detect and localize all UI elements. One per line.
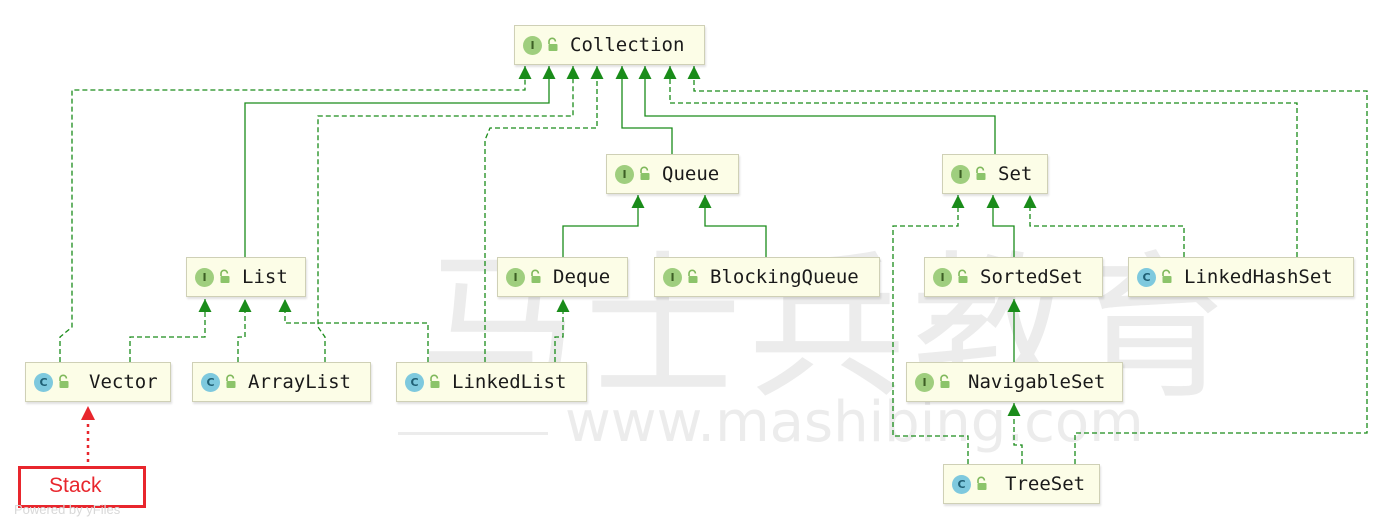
edge-blockingqueue-queue [698, 195, 767, 257]
edge-arraylist-collection [317, 66, 580, 362]
node-label: List [242, 266, 288, 288]
edge-vector-list [129, 299, 212, 362]
node-label: Set [998, 163, 1033, 185]
powered-by-footer: Powered by yFiles [14, 502, 121, 517]
node-set[interactable]: I Set [942, 154, 1048, 194]
node-label: Collection [570, 34, 685, 56]
interface-icon: I [615, 164, 634, 184]
node-label: ArrayList [248, 371, 351, 393]
interface-icon: I [195, 267, 214, 287]
node-label: Vector [89, 371, 158, 393]
interface-icon: I [506, 267, 525, 287]
node-collection[interactable]: I Collection [514, 25, 705, 65]
edge-queue-collection [615, 66, 673, 154]
edge-linkedlist-collection [484, 66, 604, 362]
edge-vector-collection [59, 66, 532, 362]
node-array-list[interactable]: C ArrayList [192, 362, 371, 402]
node-label: TreeSet [1005, 473, 1086, 495]
public-lock-icon [59, 374, 69, 388]
node-tree-set[interactable]: C TreeSet [943, 464, 1100, 504]
node-navigable-set[interactable]: I NavigableSet [906, 362, 1123, 402]
interface-icon: I [523, 35, 542, 55]
edge-arraylist-list [237, 299, 252, 362]
class-icon: C [1137, 267, 1156, 287]
edge-linkedlist-deque [554, 299, 570, 362]
public-lock-icon [226, 374, 236, 388]
public-lock-icon [531, 269, 541, 283]
edge-linkedhashset-collection [663, 66, 1298, 257]
edge-treeset-set [892, 195, 969, 464]
public-lock-icon [977, 476, 987, 490]
stack-annotation-box: Stack [18, 466, 146, 508]
edge-treeset-navigableset [1007, 403, 1023, 464]
node-label: NavigableSet [968, 371, 1106, 393]
node-sorted-set[interactable]: I SortedSet [924, 257, 1103, 297]
interface-icon: I [663, 267, 682, 287]
node-linked-hash-set[interactable]: C LinkedHashSet [1128, 257, 1354, 297]
public-lock-icon [430, 374, 440, 388]
interface-icon: I [915, 372, 934, 392]
node-blocking-queue[interactable]: I BlockingQueue [654, 257, 880, 297]
public-lock-icon [548, 37, 558, 51]
public-lock-icon [220, 269, 230, 283]
public-lock-icon [640, 166, 650, 180]
public-lock-icon [1162, 269, 1172, 283]
node-label: Deque [553, 266, 611, 288]
edge-list-collection [244, 66, 556, 257]
edge-set-collection [638, 66, 996, 154]
node-label: LinkedHashSet [1184, 266, 1333, 288]
class-icon: C [952, 474, 971, 494]
node-vector[interactable]: C Vector [25, 362, 171, 402]
public-lock-icon [976, 166, 986, 180]
node-label: SortedSet [980, 266, 1083, 288]
node-queue[interactable]: I Queue [606, 154, 739, 194]
node-label: BlockingQueue [710, 266, 859, 288]
node-list[interactable]: I List [186, 257, 306, 297]
class-icon: C [201, 372, 220, 392]
interface-icon: I [951, 164, 970, 184]
node-linked-list[interactable]: C LinkedList [396, 362, 587, 402]
edge-deque-queue [562, 195, 645, 257]
public-lock-icon [940, 374, 950, 388]
class-icon: C [405, 372, 424, 392]
class-icon: C [34, 372, 53, 392]
edge-sortedset-set [986, 195, 1015, 257]
node-label: Queue [662, 163, 720, 185]
edge-treeset-collection [687, 66, 1368, 464]
edge-linkedhashset-set [1023, 195, 1185, 257]
node-label: LinkedList [452, 371, 567, 393]
node-deque[interactable]: I Deque [497, 257, 628, 297]
public-lock-icon [958, 269, 968, 283]
interface-icon: I [933, 267, 952, 287]
stack-annotation-label: Stack [49, 474, 102, 497]
public-lock-icon [688, 269, 698, 283]
edge-linkedlist-list [278, 299, 429, 362]
